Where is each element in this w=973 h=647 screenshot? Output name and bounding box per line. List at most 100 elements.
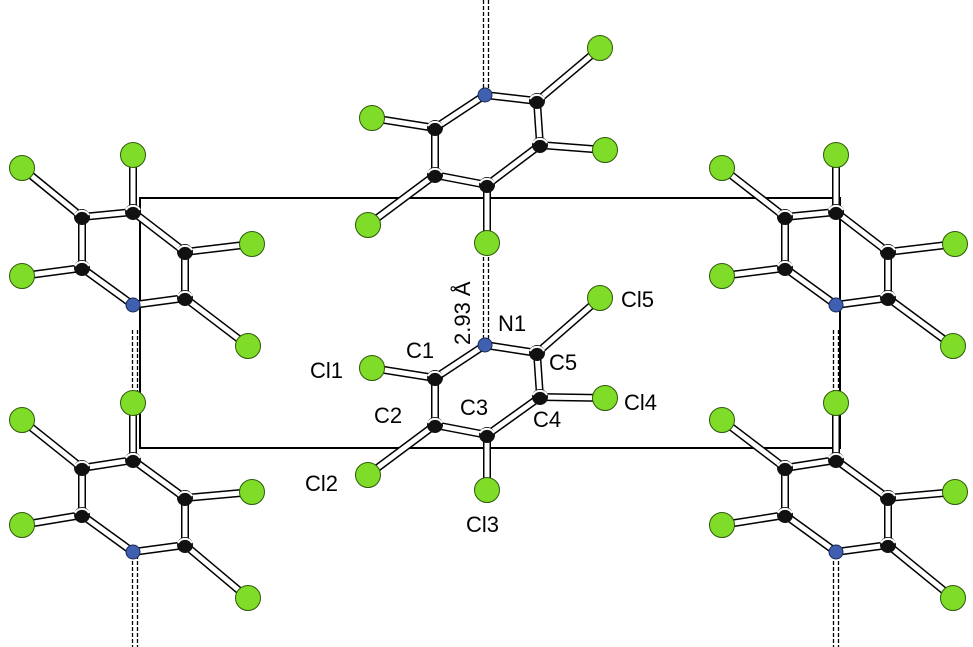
molecule-right-upper-chlorine-atom	[709, 263, 735, 289]
molecule-center-carbon-atom-highlight	[532, 389, 548, 396]
molecule-left-upper-chlorine-atom	[9, 263, 35, 289]
molecule-left-lower-chlorine-atom	[235, 585, 261, 611]
molecule-left-lower-carbon-atom-highlight	[74, 507, 90, 514]
molecule-left-lower-ring-bond	[81, 457, 134, 471]
molecule-left-upper-carbon-atom-highlight	[74, 209, 90, 216]
molecule-top-cl-bond	[535, 46, 602, 103]
label-cl1: Cl1	[310, 358, 343, 383]
molecule-center-cl-bond	[535, 296, 602, 355]
molecule-center-ring-bond	[433, 342, 487, 381]
molecule-left-upper-ring-bond	[81, 209, 134, 220]
molecule-left-lower-ring-bond	[80, 512, 135, 555]
molecule-right-lower-ring-bond	[783, 512, 838, 555]
molecule-left-lower-ring-bond	[132, 542, 186, 555]
molecule-left-upper-chlorine-atom	[120, 142, 146, 168]
molecule-left-upper-ring-bond	[132, 295, 186, 308]
molecule-center-ring-bond	[485, 394, 542, 438]
molecule-right-lower-chlorine-atom	[709, 512, 735, 538]
molecule-center-ring-bond	[434, 422, 488, 438]
molecule-center-carbon-atom-highlight	[479, 427, 495, 434]
label-c2: C2	[374, 403, 402, 428]
molecule-right-upper-carbon-atom-highlight	[777, 260, 793, 267]
molecule-left-upper-carbon-atom-highlight	[177, 244, 193, 251]
molecule-left-upper-chlorine-atom	[9, 155, 35, 181]
molecule-right-upper-chlorine-atom	[709, 155, 735, 181]
molecule-right-upper-ring-bond	[783, 265, 838, 308]
molecule-right-lower-cl-bond	[886, 543, 955, 600]
label-cl3: Cl3	[466, 512, 499, 537]
molecule-left-lower-cl-bond	[183, 543, 250, 600]
molecule-top-ring-bond	[484, 92, 538, 104]
molecule-right-upper-carbon-atom-highlight	[880, 244, 896, 251]
molecule-left-upper-carbon-atom-highlight	[177, 290, 193, 297]
molecule-top-chlorine-atom	[474, 230, 500, 256]
molecule-right-lower-carbon-atom-highlight	[777, 507, 793, 514]
molecule-top-nitrogen-atom	[477, 87, 493, 103]
molecule-left-lower-chlorine-atom	[120, 390, 146, 416]
molecule-center-nitrogen-atom	[477, 337, 493, 353]
molecule-right-lower-carbon-atom-highlight	[777, 460, 793, 467]
label-cl4: Cl4	[624, 390, 657, 415]
molecule-left-lower-carbon-atom-highlight	[177, 490, 193, 497]
molecule-center-chlorine-atom	[587, 285, 613, 311]
molecule-right-lower-chlorine-atom	[942, 479, 968, 505]
label-c3: C3	[460, 395, 488, 420]
molecule-right-upper-chlorine-atom	[942, 231, 968, 257]
molecule-right-upper-chlorine-atom	[940, 333, 966, 359]
molecule-right-lower-carbon-atom-highlight	[828, 452, 844, 459]
molecule-left-upper-nitrogen-atom	[125, 297, 141, 313]
molecule-center-carbon-atom-highlight	[427, 370, 443, 377]
molecule-left-upper-carbon-atom-highlight	[125, 204, 141, 211]
label-n1: N1	[498, 311, 526, 336]
molecule-right-upper-cl-bond	[720, 166, 787, 219]
molecule-top-ring-bond	[485, 143, 542, 187]
molecule-top-carbon-atom-highlight	[427, 120, 443, 127]
molecule-left-lower-chlorine-atom	[9, 407, 35, 433]
molecule-center-chlorine-atom	[592, 385, 618, 411]
molecule-top-chlorine-atom	[592, 137, 618, 163]
molecule-right-upper-ring-bond	[834, 210, 890, 254]
molecule-right-lower-ring-bond	[784, 457, 837, 471]
molecule-center-chlorine-atom	[359, 355, 385, 381]
molecule-right-upper-cl-bond	[886, 295, 955, 349]
molecule-left-lower-carbon-atom-highlight	[125, 452, 141, 459]
contact-distance-label: 2.93 Å	[450, 281, 475, 345]
molecule-left-upper-cl-bond	[183, 296, 250, 348]
molecule-right-lower-carbon-atom-highlight	[880, 537, 896, 544]
molecule-top-chlorine-atom	[587, 35, 613, 61]
molecule-right-lower-cl-bond	[720, 418, 787, 470]
molecule-right-upper-carbon-atom-highlight	[777, 209, 793, 216]
molecule-right-upper-carbon-atom-highlight	[828, 204, 844, 211]
molecule-left-lower-carbon-atom-highlight	[74, 460, 90, 467]
molecule-center-chlorine-atom	[474, 477, 500, 503]
molecule-right-lower-ring-bond	[834, 457, 890, 501]
label-cl2: Cl2	[305, 471, 338, 496]
molecule-center-carbon-atom-highlight	[529, 345, 545, 352]
molecule-right-upper-ring-bond	[784, 209, 837, 220]
molecule-center-carbon-atom-highlight	[427, 417, 443, 424]
label-c4: C4	[533, 407, 561, 432]
molecule-left-upper-carbon-atom-highlight	[74, 260, 90, 267]
molecule-right-lower-nitrogen-atom	[828, 544, 844, 560]
molecule-center-ring-bond	[484, 342, 538, 356]
molecule-left-upper-ring-bond	[131, 210, 187, 254]
molecule-top-chlorine-atom	[359, 105, 385, 131]
molecule-right-upper-nitrogen-atom	[828, 297, 844, 313]
molecule-center-cl-bond	[366, 422, 437, 478]
molecule-center-chlorine-atom	[355, 462, 381, 488]
label-cl5: Cl5	[621, 287, 654, 312]
molecule-right-lower-chlorine-atom	[709, 407, 735, 433]
molecule-right-lower-chlorine-atom	[940, 585, 966, 611]
molecule-right-upper-carbon-atom-highlight	[880, 290, 896, 297]
atom-labels: N1 C1 C2 C3 C4 C5 Cl1 Cl2 Cl3 Cl4 Cl5 2.…	[305, 281, 657, 537]
molecule-right-upper-ring-bond	[835, 295, 889, 308]
molecule-right-lower-ring-bond	[835, 542, 889, 555]
molecule-left-upper-chlorine-atom	[239, 231, 265, 257]
atoms	[9, 35, 968, 611]
molecule-top-chlorine-atom	[355, 212, 381, 238]
molecule-right-upper-chlorine-atom	[823, 142, 849, 168]
molecule-left-lower-nitrogen-atom	[125, 544, 141, 560]
molecule-top-cl-bond	[366, 172, 437, 228]
molecule-top-ring-bond	[434, 172, 488, 188]
